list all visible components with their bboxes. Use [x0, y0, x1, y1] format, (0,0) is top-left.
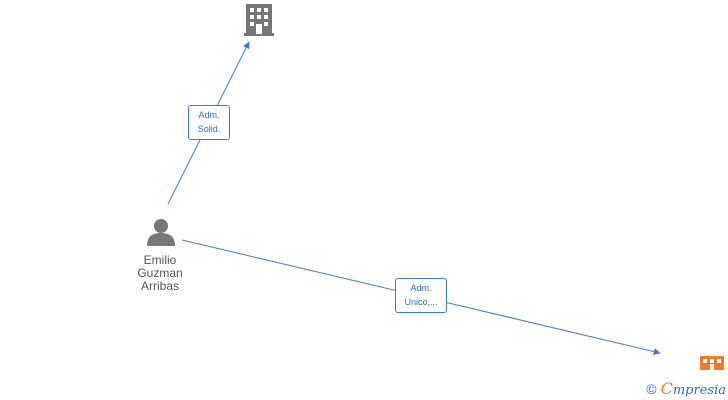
person-name-line: Guzman	[137, 266, 183, 280]
edge-label-line: Adm.	[198, 110, 220, 120]
edge-label-adm-solid[interactable]: Adm. Solid.	[188, 105, 230, 140]
copyright-symbol: ©	[646, 381, 657, 397]
edge-label-line: Solid.	[197, 124, 221, 134]
edge-label-line: Unico,...	[404, 297, 438, 307]
edge-label-adm-unico[interactable]: Adm. Unico,...	[395, 278, 447, 313]
building-icon[interactable]	[700, 356, 724, 370]
person-icon[interactable]	[147, 219, 175, 246]
brand-name: mpresia	[672, 383, 726, 398]
empresia-watermark: ©Cmpresia	[646, 379, 726, 398]
person-name-line: Emilio	[143, 253, 177, 267]
edge-label-line: Adm.	[410, 283, 432, 293]
brand-initial: C	[660, 379, 673, 398]
person-name[interactable]: Emilio Guzman Arribas	[120, 254, 200, 293]
person-name-line: Arribas	[140, 279, 179, 293]
building-icon[interactable]	[244, 4, 274, 36]
